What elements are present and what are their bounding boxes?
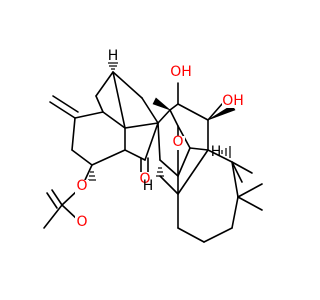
bond	[159, 175, 179, 195]
bond	[207, 103, 223, 121]
bond	[124, 122, 159, 129]
bond	[52, 95, 79, 113]
bond	[169, 109, 179, 127]
bond	[43, 204, 63, 229]
acetyl-oxygen-label: O	[76, 214, 87, 230]
bond	[177, 103, 209, 121]
bond	[71, 149, 93, 166]
hydrogen-label-center: H	[143, 178, 154, 194]
bond	[95, 95, 104, 113]
hashed-bonds	[88, 62, 231, 181]
bond	[157, 122, 161, 161]
hydrogen-label-top: H	[108, 48, 119, 64]
molecule-structure: OH OH O O O O H H H	[43, 48, 263, 243]
bond	[112, 71, 143, 99]
bond	[177, 227, 205, 243]
bond	[141, 97, 159, 124]
bond	[231, 161, 239, 198]
bond	[51, 189, 63, 206]
bond	[177, 147, 191, 177]
ester-oxygen-label: O	[76, 178, 87, 194]
bond	[124, 149, 146, 161]
wedge-bonds	[152, 97, 236, 121]
bond	[177, 149, 209, 195]
hydroxyl-label-right: OH	[222, 93, 244, 109]
bond	[207, 149, 233, 163]
wedge-bond	[152, 97, 171, 111]
bond	[144, 122, 159, 161]
bond	[231, 161, 253, 174]
bond	[74, 111, 104, 119]
bond	[169, 103, 179, 111]
bond	[49, 101, 76, 119]
atom-labels: OH OH O O O O H H H	[75, 48, 244, 230]
bond	[91, 149, 126, 166]
bond	[189, 147, 209, 151]
hydrogen-label-right: H	[211, 144, 222, 160]
bridge-oxygen-label: O	[172, 134, 183, 150]
bond	[237, 183, 263, 198]
bond	[231, 196, 239, 229]
bond	[112, 71, 126, 129]
bond-lines	[43, 71, 263, 243]
carbonyl-oxygen-label: O	[139, 171, 150, 187]
bond	[102, 111, 126, 129]
bond	[159, 159, 179, 177]
bond	[237, 196, 263, 211]
bond	[46, 192, 58, 209]
bond	[71, 117, 76, 151]
bond	[95, 71, 114, 97]
double-bonds	[46, 95, 149, 209]
hydroxyl-label-top: OH	[170, 64, 192, 80]
bond	[203, 227, 233, 243]
molecule-canvas: OH OH O O O O H H H	[43, 48, 263, 243]
bond	[84, 164, 93, 181]
bond	[231, 161, 243, 183]
bond	[157, 109, 171, 124]
